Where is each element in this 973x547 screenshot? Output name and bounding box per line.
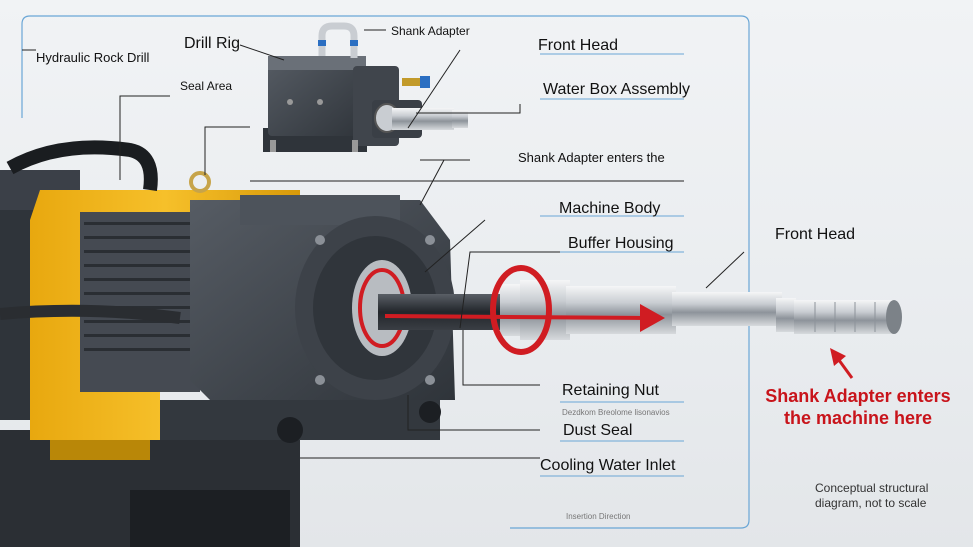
label-retaining-nut: Retaining Nut: [562, 382, 659, 399]
label-seal-area: Seal Area: [180, 79, 233, 93]
label-front-head-top: Front Head: [538, 37, 619, 54]
label-dust-seal: Dust Seal: [563, 422, 633, 439]
water-box-unit: [263, 22, 468, 152]
label-drill-rig: Drill Rig: [184, 35, 240, 52]
seal-highlight-ring: [490, 265, 552, 355]
label-hydraulic-rock-drill: Hydraulic Rock Drill: [36, 50, 150, 65]
insertion-arrow: [384, 314, 646, 320]
callout-frame: [21, 15, 750, 529]
scale-note: Conceptual structural diagram, not to sc…: [815, 481, 928, 511]
label-water-box-assembly: Water Box Assembly: [543, 81, 691, 98]
label-buffer-housing: Buffer Housing: [568, 235, 674, 252]
label-underlines: [540, 53, 684, 477]
rock-drill-machine: [0, 140, 455, 547]
callout-line-2: the machine here: [783, 408, 933, 428]
scale-note-line-2: diagram, not to scale: [815, 496, 927, 510]
label-insertion-direction: Insertion Direction: [566, 512, 631, 521]
leader-lines: [22, 29, 745, 459]
label-garbled-text: Dezdkom Breolome lisonavios: [562, 408, 670, 417]
label-machine-body: Machine Body: [559, 200, 661, 217]
label-front-head-right: Front Head: [775, 226, 856, 243]
scale-note-line-1: Conceptual structural: [815, 481, 929, 495]
callout-line-1: Shank Adapter enters: [765, 386, 951, 406]
shank-adapter-callout: Shank Adapter enters the machine here: [756, 385, 960, 429]
label-cooling-water-inlet: Cooling Water Inlet: [540, 457, 676, 474]
label-shank-adapter-top: Shank Adapter: [391, 24, 470, 38]
label-shank-adapter-enters: Shank Adapter enters the: [518, 150, 665, 165]
